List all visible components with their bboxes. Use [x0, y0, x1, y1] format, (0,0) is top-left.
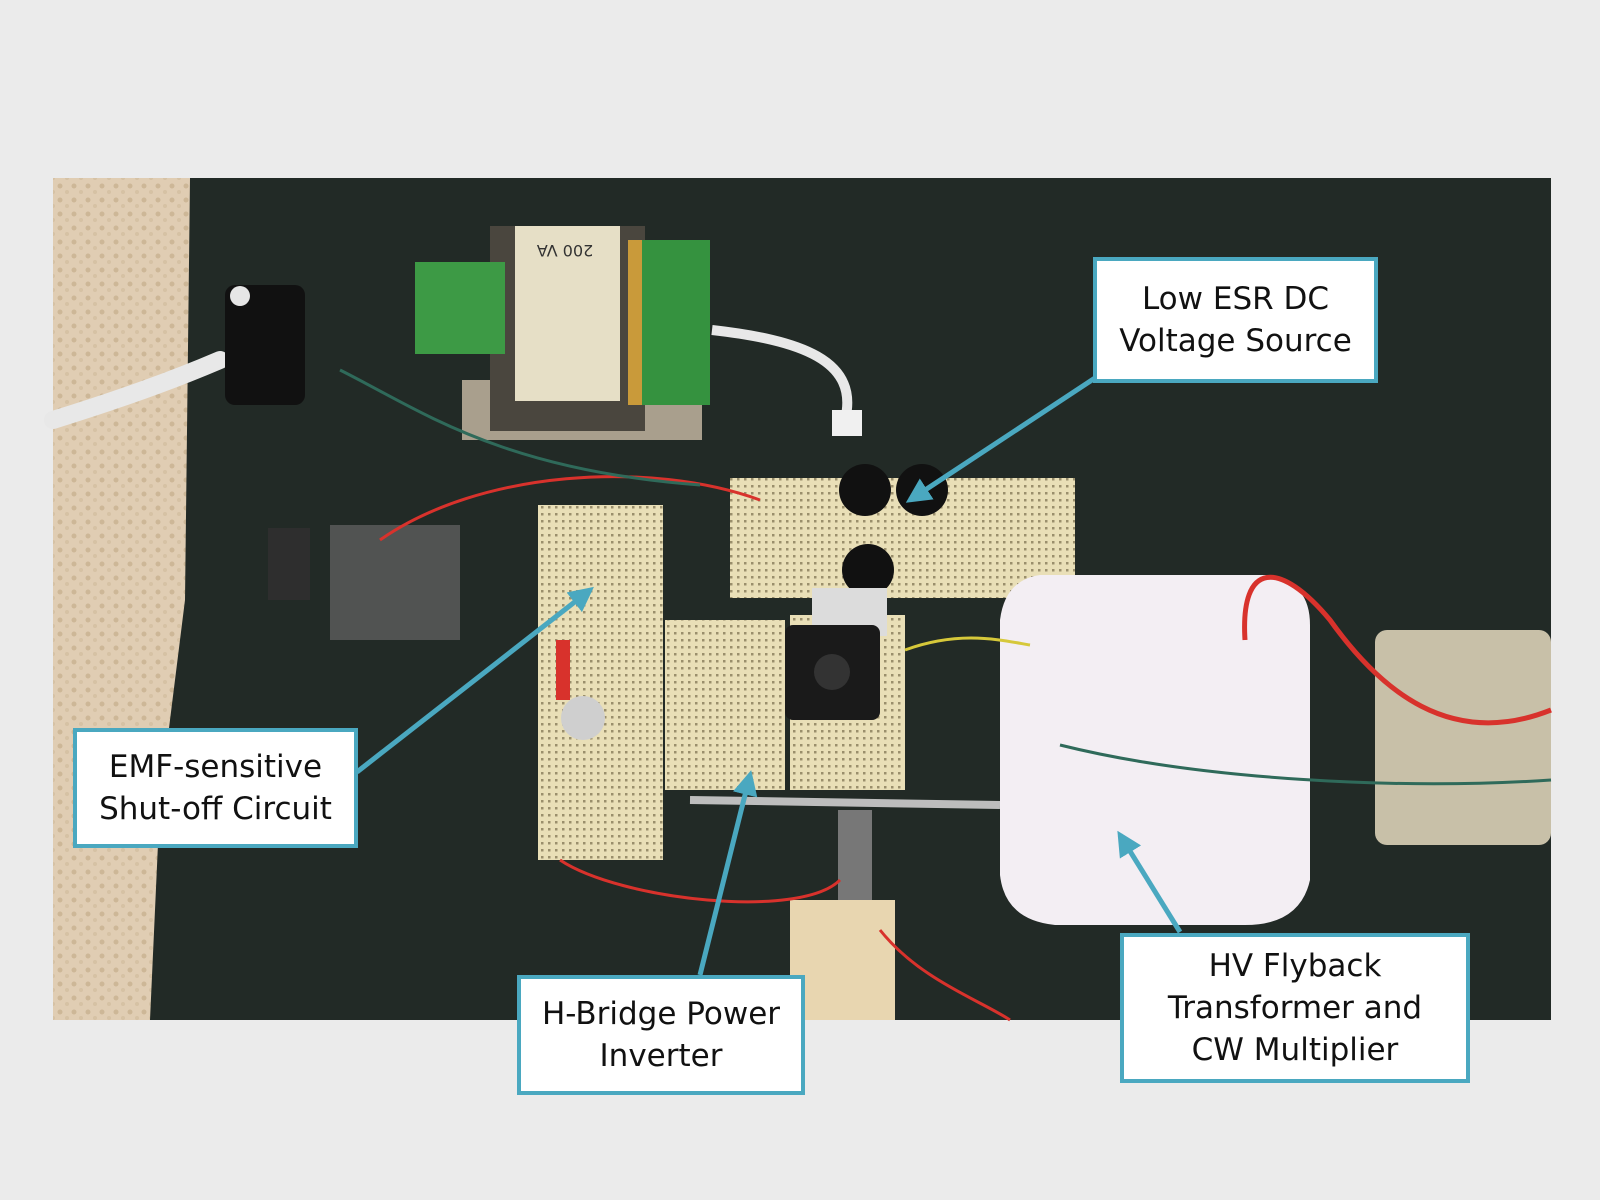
- hv-capacitor-can: [1375, 630, 1551, 845]
- callout-hv-line3: CW Multiplier: [1191, 1032, 1399, 1068]
- green-wire: [339, 368, 701, 487]
- capacitor-1: [839, 464, 891, 516]
- wire-connector: [832, 410, 862, 436]
- flyback-housing: [1000, 575, 1310, 925]
- inlet-screw: [230, 286, 250, 306]
- capacitor-3: [842, 544, 894, 596]
- red-wire-bottom: [559, 858, 842, 904]
- primary-pcb: [415, 262, 505, 354]
- hv-arrow: [1117, 830, 1183, 934]
- callout-hv-flyback-transformer-cw-multiplier: HV Flyback Transformer and CW Multiplier: [1120, 933, 1470, 1083]
- emf-arrow: [355, 586, 594, 774]
- callout-hv-line2: Transformer and: [1167, 990, 1423, 1026]
- red-wire-top: [379, 475, 761, 542]
- potentiometer: [561, 696, 605, 740]
- red-hv-lead: [1242, 574, 1552, 726]
- callout-h-bridge-power-inverter: H-Bridge Power Inverter: [517, 975, 805, 1095]
- fan-hub: [814, 654, 850, 690]
- yellow-wire: [904, 636, 1031, 652]
- callout-hv-line1: HV Flyback: [1208, 948, 1382, 984]
- red-alligator-clip: [556, 640, 570, 700]
- secondary-pcb: [630, 240, 710, 405]
- callout-emf-line1: EMF-sensitive: [108, 749, 323, 785]
- low-esr-arrow: [905, 375, 1097, 503]
- power-cord: [44, 351, 229, 429]
- callout-low-esr-line1: Low ESR DC: [1141, 281, 1330, 317]
- callout-hbridge-line1: H-Bridge Power: [541, 996, 781, 1032]
- transformer-winding: [515, 226, 620, 401]
- callout-hbridge-line2: Inverter: [599, 1038, 723, 1074]
- pcb-edge-connector: [628, 240, 642, 405]
- callout-emf-sensitive-shut-off-circuit: EMF-sensitive Shut-off Circuit: [73, 728, 358, 848]
- callout-emf-line2: Shut-off Circuit: [99, 791, 332, 827]
- clamp-assembly: [330, 525, 460, 640]
- mains-transformer: 200 VA: [415, 226, 710, 440]
- sponge-pad: [790, 900, 895, 1020]
- callout-low-esr-line2: Voltage Source: [1119, 323, 1352, 359]
- helping-hands-rod: [689, 796, 1001, 809]
- hbridge-arrow: [697, 770, 758, 976]
- transformer-rating-label: 200 VA: [537, 241, 594, 260]
- callout-low-esr-dc-voltage-source: Low ESR DC Voltage Source: [1093, 257, 1378, 383]
- toggle-switch: [268, 528, 310, 600]
- flyback-green-wire: [1059, 743, 1552, 786]
- breadboard-center: [665, 620, 785, 790]
- red-wire-right-bottom: [878, 929, 1011, 1022]
- secondary-wires: [711, 325, 853, 422]
- power-inlet: [225, 285, 305, 405]
